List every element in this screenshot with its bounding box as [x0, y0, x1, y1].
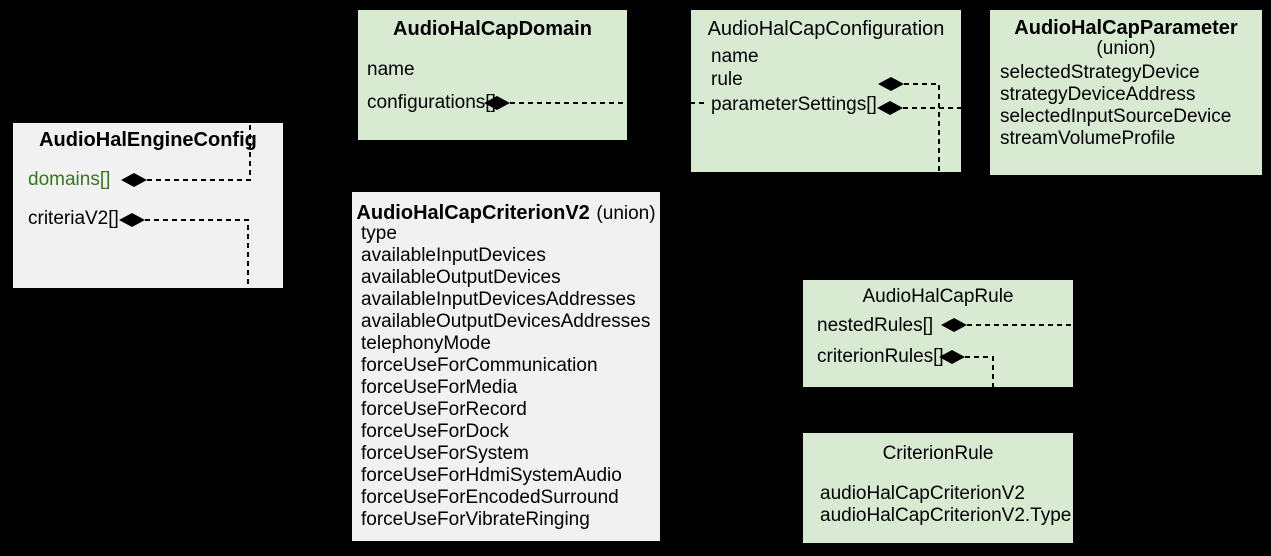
field-audiohalcapcriterionv2: audioHalCapCriterionV2	[820, 483, 1025, 504]
field-name: name	[367, 59, 415, 80]
field-list: name configurations[]	[358, 10, 627, 140]
field-availableoutputdevices: availableOutputDevices	[361, 267, 561, 288]
field-nestedrules: nestedRules[]	[817, 315, 934, 336]
class-title: AudioHalCapConfiguration	[707, 18, 945, 40]
field-forceuseforcommunication: forceUseForCommunication	[361, 355, 598, 376]
class-title: CriterionRule	[882, 443, 994, 464]
field-strategydeviceaddress: strategyDeviceAddress	[1000, 84, 1196, 105]
field-list: nestedRules[] criterionRules[]	[803, 280, 1073, 387]
field-forceuseformedia: forceUseForMedia	[361, 377, 518, 398]
class-title: AudioHalCapDomain	[393, 18, 592, 40]
field-audiohalcapcriterionv2-type: audioHalCapCriterionV2.Type	[820, 505, 1072, 526]
field-selectedstrategydevice: selectedStrategyDevice	[1000, 62, 1200, 83]
class-box-audio-hal-cap-parameter: AudioHalCapParameter (union) selectedStr…	[990, 10, 1262, 175]
field-availableoutputdevicesaddresses: availableOutputDevicesAddresses	[361, 311, 651, 332]
field-forceusefordock: forceUseForDock	[361, 421, 509, 442]
field-forceuseforrecord: forceUseForRecord	[361, 399, 527, 420]
class-box-audio-hal-engine-config: AudioHalEngineConfig domains[]criteriaV2…	[13, 123, 283, 288]
field-selectedinputsourcedevice: selectedInputSourceDevice	[1000, 106, 1232, 127]
field-forceuseforsystem: forceUseForSystem	[361, 443, 529, 464]
field-forceuseforencodedsurround: forceUseForEncodedSurround	[361, 487, 619, 508]
class-title: AudioHalCapParameter	[1014, 17, 1238, 39]
class-title: AudioHalCapRule	[862, 286, 1014, 307]
field-forceuseforvibrateringing: forceUseForVibrateRinging	[361, 509, 590, 530]
field-criteriav2: criteriaV2[]	[28, 208, 119, 229]
field-rule: rule	[711, 69, 743, 90]
class-title-text: AudioHalCapCriterionV2	[356, 202, 590, 224]
field-type: type	[361, 223, 397, 244]
field-availableinputdevices: availableInputDevices	[361, 245, 546, 266]
field-parametersettings: parameterSettings[]	[711, 94, 877, 115]
field-streamvolumeprofile: streamVolumeProfile	[1000, 128, 1176, 149]
field-telephonymode: telephonyMode	[361, 333, 491, 354]
union-tag: (union)	[1096, 38, 1156, 59]
field-configurations: configurations[]	[367, 92, 496, 113]
class-box-audio-hal-cap-domain: AudioHalCapDomain name configurations[]	[358, 10, 627, 140]
class-box-audio-hal-cap-rule: AudioHalCapRule nestedRules[] criterionRu…	[803, 280, 1073, 387]
field-forceuseforhdmisystemaudio: forceUseForHdmiSystemAudio	[361, 465, 622, 486]
field-criterionrules: criterionRules[]	[817, 346, 944, 367]
field-domains: domains[]	[28, 169, 111, 190]
field-list: domains[] criteriaV2[]	[13, 123, 283, 288]
class-title: AudioHalCapCriterionV2 (union)	[352, 202, 660, 225]
field-name: name	[711, 46, 759, 67]
field-availableinputdevicesaddresses: availableInputDevicesAddresses	[361, 289, 636, 310]
union-tag: (union)	[596, 203, 656, 224]
